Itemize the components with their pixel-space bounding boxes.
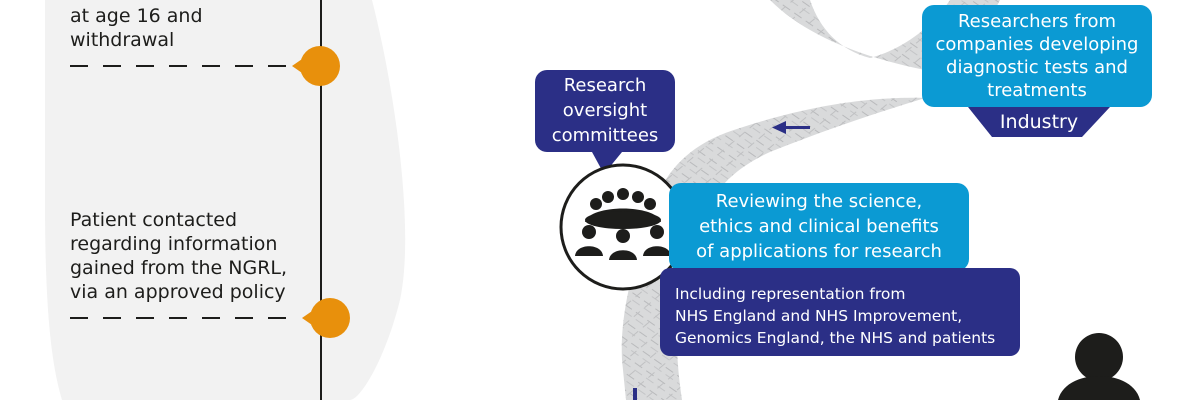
- flow-arrow-left: [772, 121, 810, 134]
- researchers-line: Researchers from: [957, 11, 1117, 32]
- timeline-step-middle-line: gained from the NGRL,: [70, 257, 288, 279]
- timeline-step-top: at age 16 and withdrawal: [70, 4, 203, 52]
- representation-line: NHS England and NHS Improvement,: [675, 307, 963, 325]
- timeline-step-middle-line: regarding information: [70, 233, 278, 255]
- oversight-committees-box: Research oversight committees: [535, 70, 675, 152]
- reviewing-line: Reviewing the science,: [715, 191, 923, 212]
- flow-arrow-down: [633, 388, 637, 400]
- timeline-step-top-line: at age 16 and: [70, 5, 203, 27]
- researchers-line: companies developing: [935, 34, 1139, 55]
- timeline-step-top-line: withdrawal: [70, 29, 175, 51]
- oversight-line: committees: [551, 125, 659, 146]
- person-icon: [1058, 333, 1140, 400]
- road-path: [621, 0, 1000, 400]
- industry-tag: Industry: [999, 111, 1079, 133]
- oversight-box-tail: [592, 152, 622, 174]
- timeline-marker-middle: [302, 298, 350, 338]
- representation-line: Genomics England, the NHS and patients: [675, 329, 996, 347]
- industry-tag-shape: [968, 107, 1110, 137]
- timeline-step-middle: Patient contacted regarding information …: [70, 208, 287, 304]
- researchers-box: Researchers from companies developing di…: [922, 5, 1152, 107]
- representation-box: Including representation from NHS Englan…: [660, 268, 1020, 356]
- timeline-step-middle-line: Patient contacted: [70, 209, 238, 231]
- oversight-line: oversight: [562, 100, 648, 121]
- timeline-step-middle-line: via an approved policy: [70, 281, 286, 303]
- reviewing-box: Reviewing the science, ethics and clinic…: [669, 183, 969, 271]
- oversight-line: Research: [563, 75, 647, 96]
- representation-line: Including representation from: [675, 285, 906, 303]
- reviewing-line: ethics and clinical benefits: [699, 216, 939, 237]
- researchers-line: diagnostic tests and: [946, 57, 1128, 78]
- researchers-line: treatments: [987, 80, 1087, 101]
- reviewing-line: of applications for research: [696, 241, 942, 262]
- timeline-panel: [0, 0, 406, 400]
- timeline-marker-top: [292, 46, 340, 86]
